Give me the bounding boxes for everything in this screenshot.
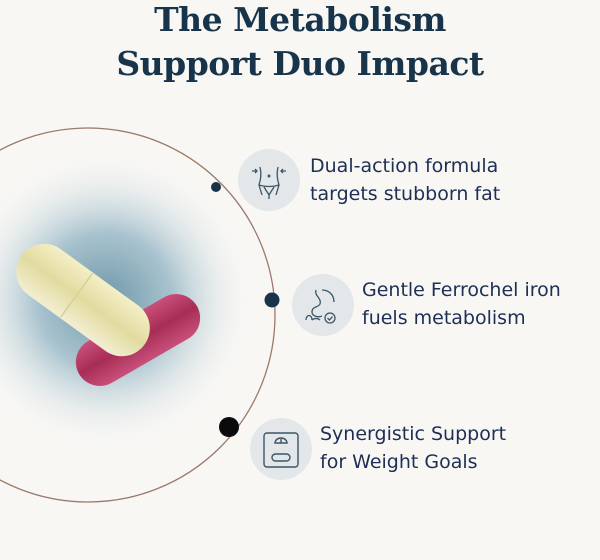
timeline-dot xyxy=(219,417,239,437)
stomach-check-icon xyxy=(292,274,354,336)
yellow-capsule xyxy=(16,243,150,357)
feature-item: Synergistic Support for Weight Goals xyxy=(320,423,507,473)
orbit-ring xyxy=(0,127,276,503)
scale-icon xyxy=(250,418,312,480)
timeline-dot xyxy=(264,292,280,308)
waist-icon xyxy=(238,149,300,211)
timeline-dot xyxy=(211,182,221,192)
page-title: The Metabolism Support Duo Impact xyxy=(116,0,484,83)
feature-item: Gentle Ferrochel iron fuels metabolism xyxy=(362,279,561,329)
feature-item: Dual-action formula targets stubborn fat xyxy=(310,155,501,205)
